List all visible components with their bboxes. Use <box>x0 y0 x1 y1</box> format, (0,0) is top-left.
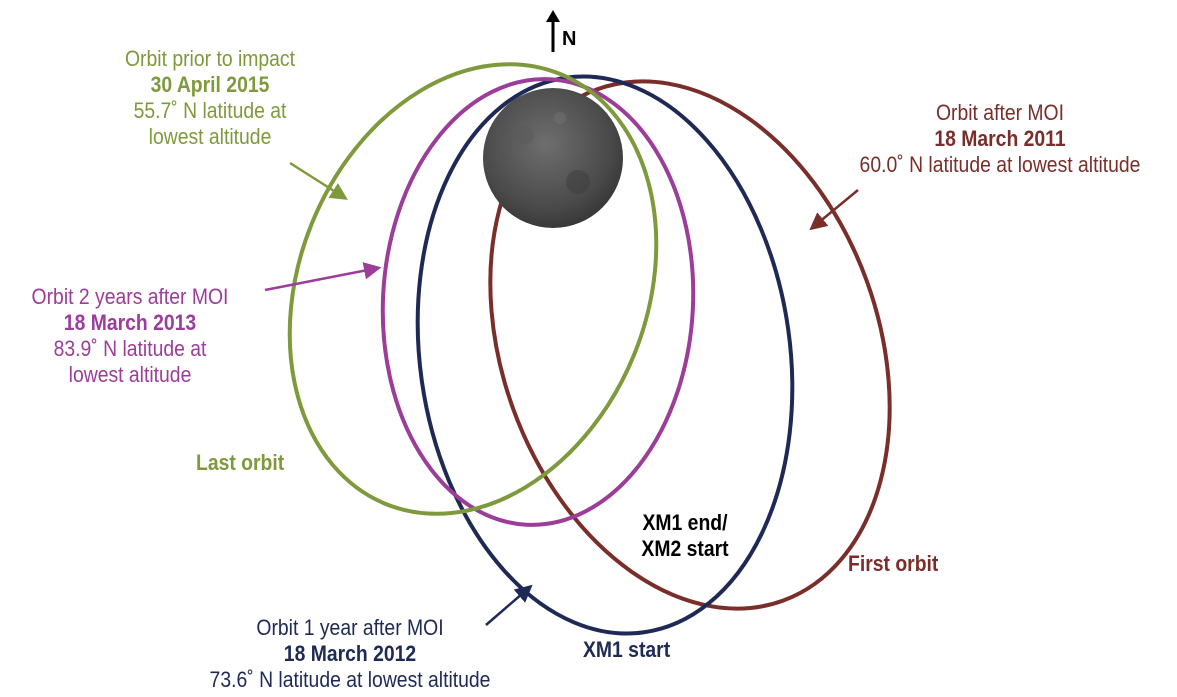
last-orbit-date: 30 April 2015 <box>150 72 270 97</box>
two-year-orbit-label: Orbit 2 years after MOI 18 March 2013 83… <box>11 284 249 388</box>
last-orbit-title: Orbit prior to impact <box>124 46 295 71</box>
two-year-orbit-path <box>380 77 696 527</box>
two-year-orbit-altitude-note: lowest altitude <box>68 362 192 387</box>
two-year-orbit-pointer-arrow <box>264 262 382 292</box>
first-orbit-path <box>488 79 892 611</box>
one-year-orbit-date: 18 March 2012 <box>283 641 417 666</box>
last-orbit-label: Orbit prior to impact 30 April 2015 55.7… <box>78 46 342 150</box>
two-year-orbit-latitude: 83.9˚ N latitude at <box>53 336 207 361</box>
xm1-end-text: XM1 end/ <box>642 510 728 535</box>
mercury-planet <box>483 88 623 228</box>
one-year-orbit-pointer-arrow <box>485 584 533 626</box>
last-orbit-path <box>287 62 659 516</box>
two-year-orbit-date: 18 March 2013 <box>63 310 197 335</box>
first-orbit-title: Orbit after MOI <box>935 100 1065 125</box>
last-orbit-latitude: 55.7˚ N latitude at <box>133 98 287 123</box>
one-year-orbit-label: Orbit 1 year after MOI 18 March 2012 73.… <box>143 615 557 693</box>
one-year-orbit-title: Orbit 1 year after MOI <box>256 615 444 640</box>
first-orbit-tag: First orbit <box>848 551 939 576</box>
one-year-orbit-latitude: 73.6˚ N latitude at lowest altitude <box>209 667 491 692</box>
north-label: N <box>562 28 577 50</box>
first-orbit-pointer-arrow <box>809 189 859 231</box>
last-orbit-tag: Last orbit <box>196 450 285 475</box>
first-orbit-latitude: 60.0˚ N latitude at lowest altitude <box>859 152 1141 177</box>
xm-transition-label: XM1 end/ XM2 start <box>619 510 751 562</box>
last-orbit-altitude-note: lowest altitude <box>148 124 272 149</box>
xm2-start-text: XM2 start <box>641 536 729 561</box>
first-orbit-label: Orbit after MOI 18 March 2011 60.0˚ N la… <box>806 100 1177 178</box>
two-year-orbit-title: Orbit 2 years after MOI <box>31 284 229 309</box>
last-orbit-pointer-arrow <box>289 161 348 200</box>
first-orbit-date: 18 March 2011 <box>934 126 1066 151</box>
xm1-start-tag: XM1 start <box>583 637 671 662</box>
